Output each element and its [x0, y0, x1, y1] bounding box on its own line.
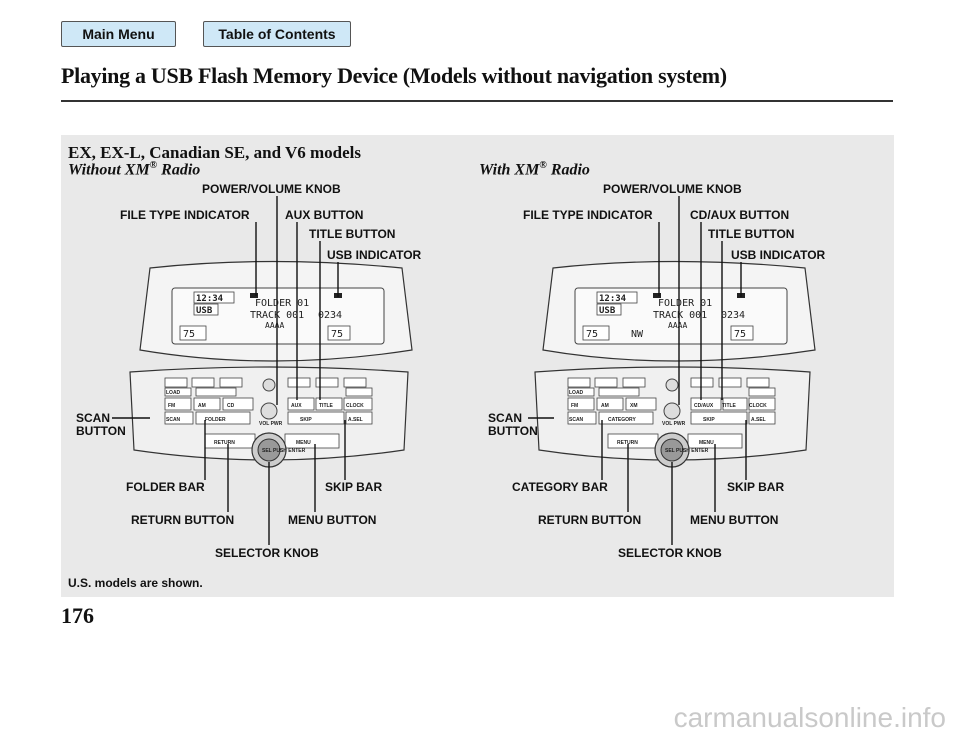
left-panel-button-10: A.SEL	[348, 417, 363, 423]
right-label-menu-button: MENU BUTTON	[690, 513, 779, 527]
left-label-title-button: TITLE BUTTON	[309, 227, 396, 241]
right-panel-button-6: CLOCK	[749, 403, 767, 409]
left-display-temp-right: 75	[331, 329, 343, 340]
right-panel-button-1: FM	[571, 403, 578, 409]
right-panel-button-8: CATEGORY	[608, 417, 636, 423]
right-leader-lines	[528, 196, 747, 545]
left-panel-button-14: SEL PUSH ENTER	[262, 448, 306, 454]
right-panel-button-5: TITLE	[722, 403, 737, 409]
left-panel-button-1: FM	[168, 403, 175, 409]
left-panel-button-12: MENU	[296, 440, 311, 446]
left-selector-knob	[257, 438, 281, 462]
title-divider	[61, 100, 893, 102]
table-of-contents-button[interactable]: Table of Contents	[203, 21, 351, 47]
right-subheading: With XM® Radio	[479, 160, 590, 179]
left-radio-unit	[129, 260, 413, 468]
right-label-usb-indicator: USB INDICATOR	[731, 248, 826, 262]
left-label-scan-button: BUTTON	[76, 424, 126, 438]
right-display-line1: FOLDER 01	[658, 298, 712, 309]
right-label-selector-knob: SELECTOR KNOB	[618, 546, 722, 560]
figure-note: U.S. models are shown.	[68, 576, 203, 590]
left-panel-button-8: FOLDER	[205, 417, 226, 423]
right-label-file-type-indicator: FILE TYPE INDICATOR	[523, 208, 653, 222]
right-panel-button-3: XM	[630, 403, 638, 409]
right-display-source: USB	[599, 306, 616, 316]
right-display-line2: TRACK 001	[653, 310, 707, 321]
right-label-scan-button: BUTTON	[488, 424, 538, 438]
right-panel-button-9: SKIP	[703, 417, 715, 423]
right-radio-unit	[534, 260, 816, 468]
right-display-extra: NW	[631, 329, 644, 340]
right-selector-knob	[660, 438, 684, 462]
models-heading: EX, EX-L, Canadian SE, and V6 models	[68, 143, 362, 162]
left-label-menu-button: MENU BUTTON	[288, 513, 377, 527]
left-label-usb-indicator: USB INDICATOR	[327, 248, 422, 262]
right-panel-button-13: VOL PWR	[662, 421, 686, 427]
left-display-line1: FOLDER 01	[255, 298, 309, 309]
left-label-selector-knob: SELECTOR KNOB	[215, 546, 319, 560]
left-display-time: 0234	[318, 310, 342, 321]
left-panel-button-4: AUX	[291, 403, 302, 409]
left-display-line2: TRACK 001	[250, 310, 304, 321]
right-label-scan: SCAN	[488, 411, 523, 425]
right-label-skip-bar: SKIP BAR	[727, 480, 785, 494]
left-leader-lines	[112, 196, 346, 545]
left-panel-button-11: RETURN	[214, 440, 235, 446]
left-power-volume-knob	[260, 402, 278, 420]
right-panel-button-0: LOAD	[569, 390, 584, 396]
right-display-temp-left: 75	[586, 329, 598, 340]
right-power-volume-knob	[663, 402, 681, 420]
right-label-cd-aux-button: CD/AUX BUTTON	[690, 208, 790, 222]
left-label-skip-bar: SKIP BAR	[325, 480, 383, 494]
left-panel-button-3: CD	[227, 403, 235, 409]
left-label-scan: SCAN	[76, 411, 111, 425]
left-display-temp-left: 75	[183, 329, 195, 340]
right-display-temp-right: 75	[734, 329, 746, 340]
left-label-aux-button: AUX BUTTON	[285, 208, 364, 222]
left-display-source: USB	[196, 306, 213, 316]
right-display-line3: AAAA	[668, 321, 687, 330]
right-panel-button-14: SEL PUSH ENTER	[665, 448, 709, 454]
right-panel-button-7: SCAN	[569, 417, 584, 423]
right-panel-button-4: CD/AUX	[694, 403, 714, 409]
right-panel-button-10: A.SEL	[751, 417, 766, 423]
left-display-clock: 12:34	[196, 294, 224, 304]
left-label-folder-bar: FOLDER BAR	[126, 480, 205, 494]
left-label-file-type-indicator: FILE TYPE INDICATOR	[120, 208, 250, 222]
figure-panel	[61, 135, 894, 597]
right-panel-button-11: RETURN	[617, 440, 638, 446]
main-menu-button[interactable]: Main Menu	[61, 21, 176, 47]
left-panel-button-13: VOL PWR	[259, 421, 283, 427]
left-label-return-button: RETURN BUTTON	[131, 513, 235, 527]
left-panel-button-7: SCAN	[166, 417, 181, 423]
left-subheading: Without XM® Radio	[68, 160, 201, 179]
right-display-clock: 12:34	[599, 294, 627, 304]
right-label-category-bar: CATEGORY BAR	[512, 480, 608, 494]
right-panel-button-12: MENU	[699, 440, 714, 446]
left-display-line3: AAAA	[265, 321, 284, 330]
left-panel-button-0: LOAD	[166, 390, 181, 396]
left-panel-button-2: AM	[198, 403, 206, 409]
page-title: Playing a USB Flash Memory Device (Model…	[61, 63, 727, 88]
watermark: carmanualsonline.info	[673, 702, 946, 733]
page-number: 176	[61, 603, 94, 628]
right-label-title-button: TITLE BUTTON	[708, 227, 795, 241]
left-panel-button-6: CLOCK	[346, 403, 364, 409]
right-display-time: 0234	[721, 310, 745, 321]
left-panel-button-9: SKIP	[300, 417, 312, 423]
right-panel-button-2: AM	[601, 403, 609, 409]
right-label-power-volume-knob: POWER/VOLUME KNOB	[603, 182, 742, 196]
left-label-power-volume-knob: POWER/VOLUME KNOB	[202, 182, 341, 196]
left-panel-button-5: TITLE	[319, 403, 334, 409]
right-label-return-button: RETURN BUTTON	[538, 513, 642, 527]
